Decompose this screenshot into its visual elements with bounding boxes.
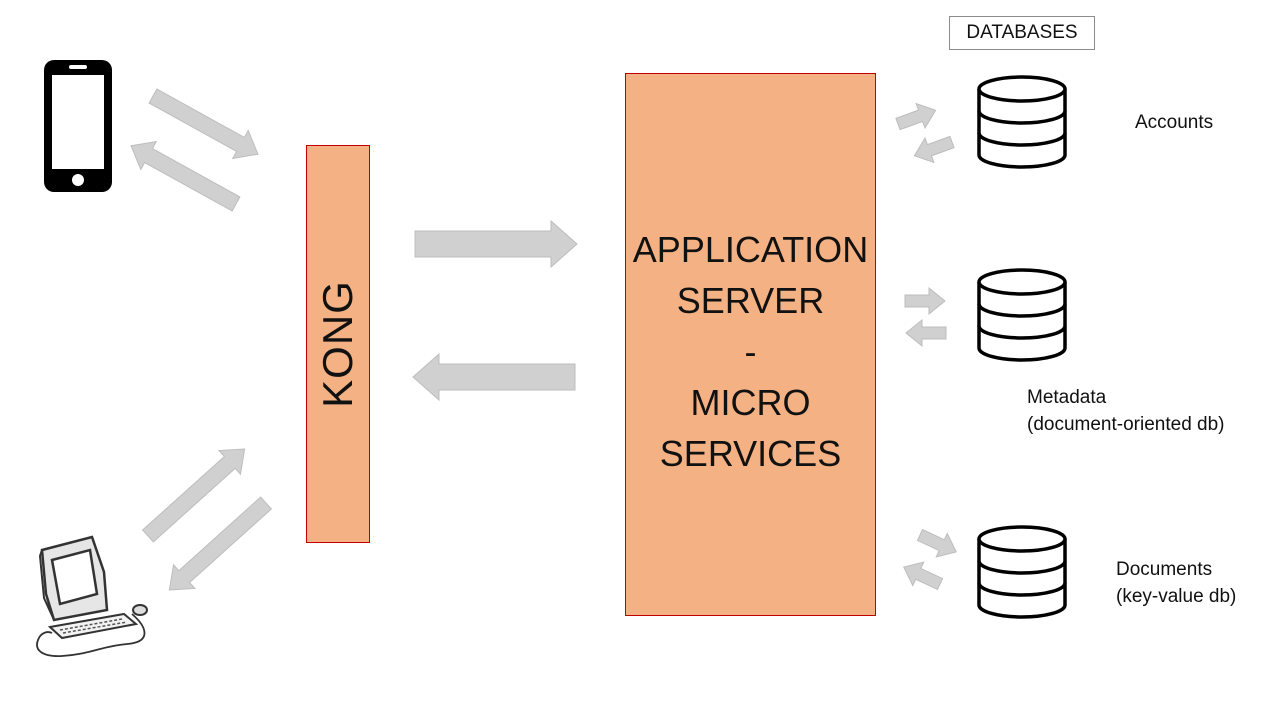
database-icon-metadata	[977, 268, 1067, 362]
db-subtitle-documents: (key-value db)	[1116, 586, 1237, 607]
app-line-3: -	[744, 331, 757, 372]
db-label-documents: Documents (key-value db)	[1116, 556, 1236, 610]
db-label-accounts: Accounts	[1135, 109, 1213, 136]
desktop-computer-icon	[36, 535, 148, 657]
app-line-5: SERVICES	[659, 433, 842, 474]
db-name-documents: Documents	[1116, 559, 1213, 580]
db-name-metadata: Metadata	[1027, 387, 1107, 408]
db-subtitle-metadata: (document-oriented db)	[1027, 414, 1225, 435]
app-line-4: MICRO	[690, 382, 811, 423]
application-server-box: APPLICATION SERVER - MICRO SERVICES	[625, 73, 876, 616]
database-icon-accounts	[977, 75, 1067, 169]
app-line-1: APPLICATION	[632, 229, 869, 270]
application-server-label: APPLICATION SERVER - MICRO SERVICES	[626, 224, 875, 479]
kong-gateway-box: KONG	[306, 145, 370, 543]
databases-header: DATABASES	[949, 16, 1095, 50]
smartphone-icon	[44, 60, 112, 192]
kong-label: KONG	[314, 280, 361, 408]
db-label-metadata: Metadata (document-oriented db)	[1027, 384, 1225, 438]
db-name-accounts: Accounts	[1135, 112, 1214, 133]
app-line-2: SERVER	[676, 280, 825, 321]
database-icon-documents	[977, 525, 1067, 619]
